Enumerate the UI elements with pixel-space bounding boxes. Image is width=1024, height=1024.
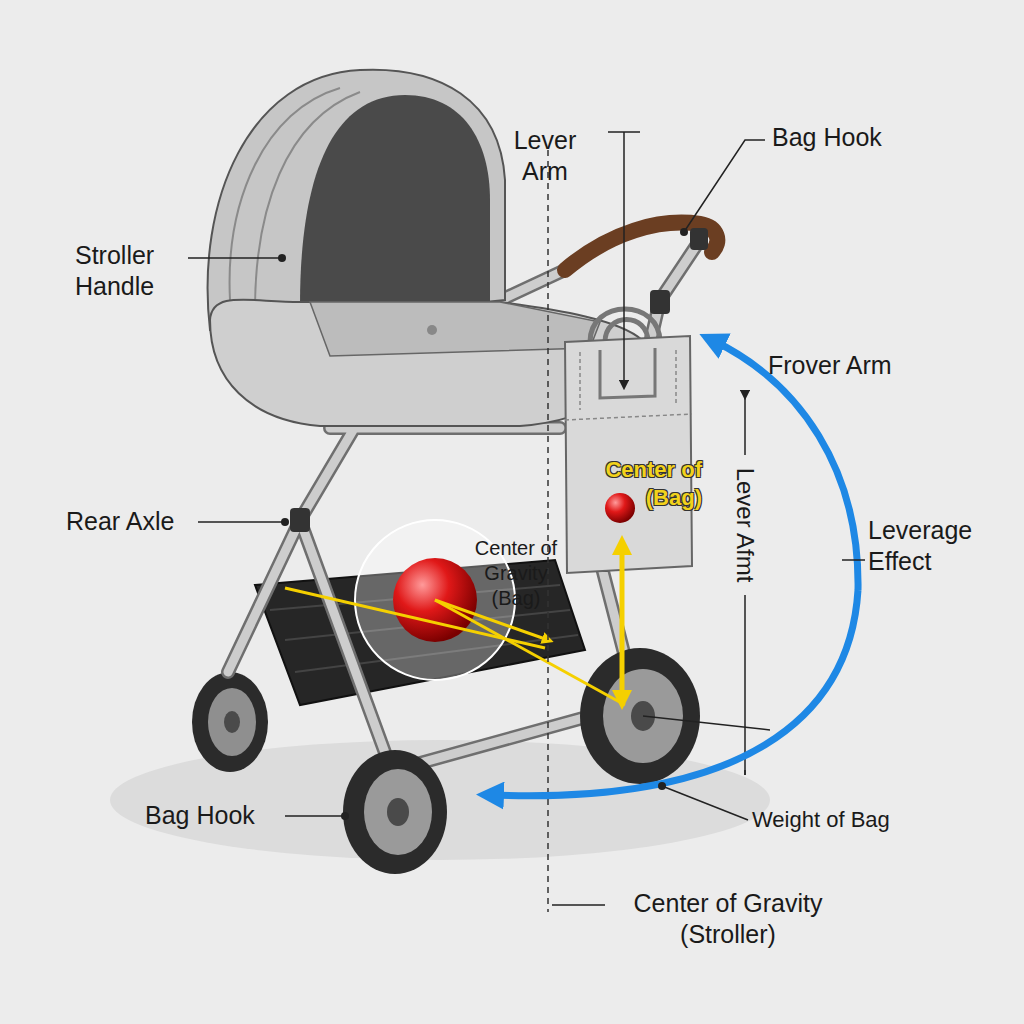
wheel (343, 750, 447, 874)
leader-dots (278, 228, 688, 820)
gravity-label: Center of Gravity (Bag) (460, 536, 572, 611)
yellow-line (435, 600, 625, 705)
wheel (192, 672, 268, 772)
bag-stitching (565, 350, 692, 420)
leader-dot (658, 782, 666, 790)
leader-line (552, 904, 605, 906)
leader-line (285, 815, 345, 817)
part-label: Stroller Handle (75, 240, 205, 303)
dimension-label: Lever Arm (499, 125, 591, 188)
dimension-ends (744, 390, 746, 775)
leader-dot (278, 254, 286, 262)
leader-lines (188, 140, 865, 905)
hub (224, 711, 240, 733)
part-label: Frover Arm (768, 350, 938, 381)
rim (208, 688, 256, 756)
tire (580, 648, 700, 784)
handle-grip (565, 223, 717, 270)
tire (192, 672, 268, 772)
leader-line (684, 140, 765, 232)
rim (364, 769, 432, 855)
gravity-label: Center of Gravity (Stroller) (597, 888, 859, 951)
leader-line (842, 559, 865, 561)
dimension-line (744, 390, 746, 775)
leader-dot (341, 812, 349, 820)
joint (650, 290, 670, 314)
hub (387, 798, 409, 826)
bassinet-cover (310, 302, 600, 356)
joint (290, 508, 310, 532)
leader-line (188, 257, 282, 259)
effect-label: Leverage Effect (868, 515, 1008, 578)
wheel (580, 648, 700, 784)
diaper-bag (565, 336, 692, 573)
part-label: Rear Axle (66, 506, 226, 537)
leader-dot (680, 228, 688, 236)
leader-line (662, 786, 748, 820)
part-label: Bag Hook (772, 122, 932, 153)
joint (690, 228, 708, 250)
tire (343, 750, 447, 874)
canopy-hood (208, 70, 505, 330)
weight-arrow (620, 545, 625, 700)
bag-pocket-straps (600, 348, 655, 398)
leverage-arrow (490, 590, 858, 796)
force-label: Weight of Bag (752, 806, 952, 834)
cover-button (427, 325, 437, 335)
leader-line (643, 716, 770, 730)
gravity-label: Center of (Bag) (584, 456, 702, 511)
bag-center-ball (605, 493, 635, 523)
leader-dot (281, 518, 289, 526)
leader-line (198, 521, 285, 523)
dimension-tick (608, 131, 640, 133)
dimension-label: Lever Afmt (730, 450, 760, 600)
part-label: Bag Hook (145, 800, 305, 831)
lever-arm-line (623, 132, 625, 385)
canopy-rib (230, 88, 360, 310)
canopy-opening (300, 95, 490, 305)
